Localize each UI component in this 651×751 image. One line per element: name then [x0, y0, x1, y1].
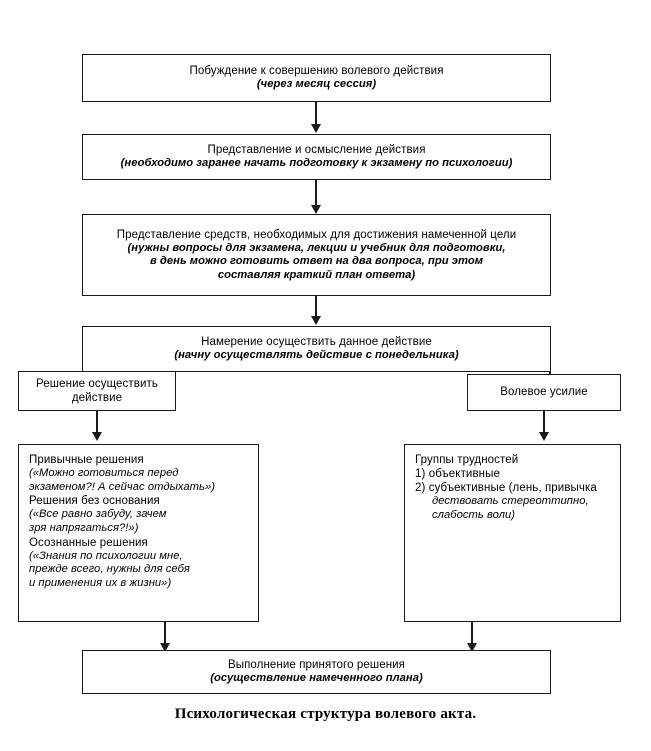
- difficulties-heading: Группы трудностей: [415, 454, 519, 466]
- node-execution-title: Выполнение принятого решения: [227, 659, 406, 672]
- node-impulse-title: Побуждение к совершению волевого действи…: [189, 65, 444, 78]
- decision-types-quote-3-line-3: и применения их в жизни»): [29, 576, 172, 589]
- node-impulse[interactable]: Побуждение к совершению волевого действи…: [82, 54, 551, 102]
- arrowhead-types-to-execution: [159, 643, 170, 652]
- difficulties-item-2-line-2: дествовать стереоттипно,: [432, 495, 589, 508]
- node-execution-note: (осуществление намеченного плана): [210, 672, 423, 685]
- difficulties-item-2-line-1: 2) субъективные (лень, привычка: [415, 482, 597, 495]
- decision-types-quote-1-line-1: («Можно готовиться перед: [29, 467, 179, 480]
- node-execution[interactable]: Выполнение принятого решения (осуществле…: [82, 650, 551, 694]
- connector-representation-to-means: [315, 180, 317, 210]
- node-intention-note: (начну осуществлять действие с понедельн…: [174, 349, 459, 362]
- diagram-caption: Психологическая структура волевого акта.: [174, 706, 477, 722]
- node-representation-title: Представление и осмысление действия: [207, 144, 426, 157]
- decision-types-quote-3-line-2: прежде всего, нужны для себя: [29, 563, 190, 576]
- decision-types-heading-3: Осознанные решения: [29, 536, 148, 549]
- decision-types-quote-2-line-1: («Все равно забуду, зачем: [29, 508, 167, 521]
- node-means-note-line3: составляя краткий план ответа): [217, 268, 416, 281]
- node-means-note-line1: (нужны вопросы для экзамена, лекции и уч…: [127, 241, 506, 254]
- arrowhead-difficulties-to-execution: [466, 643, 477, 652]
- decision-types-heading-2: Решения без основания: [29, 495, 160, 508]
- connector-means-to-intention: [315, 296, 317, 322]
- arrowhead-representation-to-means: [310, 205, 321, 214]
- decision-types-heading-1: Привычные решения: [29, 454, 144, 466]
- arrowhead-means-to-intention: [310, 316, 321, 325]
- difficulties-item-2-line-3: слабость воли): [432, 508, 516, 521]
- decision-types-quote-1-line-2: экзаменом?! А сейчас отдыхать»): [29, 480, 216, 493]
- node-decision-line2: действие: [71, 392, 123, 404]
- node-means-title: Представление средств, необходимых для д…: [116, 228, 517, 241]
- decision-types-quote-3-line-1: («Знания по психологии мне,: [29, 549, 183, 562]
- node-difficulties[interactable]: Группы трудностей 1) объективные 2) субъ…: [404, 444, 621, 622]
- connector-difficulties-to-execution: [471, 622, 473, 648]
- connector-impulse-to-representation: [315, 102, 317, 129]
- node-means[interactable]: Представление средств, необходимых для д…: [82, 214, 551, 296]
- node-means-note-line2: в день можно готовить ответ на два вопро…: [149, 255, 484, 268]
- node-volitional-effort[interactable]: Волевое усилие: [467, 374, 621, 411]
- node-intention-title: Намерение осуществить данное действие: [201, 336, 432, 349]
- decision-types-quote-2-line-2: зря напрягаться?!»): [29, 522, 139, 534]
- node-intention[interactable]: Намерение осуществить данное действие (н…: [82, 326, 551, 372]
- connector-effort-to-difficulties: [543, 411, 545, 437]
- connector-decision-to-types: [96, 411, 98, 437]
- arrowhead-impulse-to-representation: [310, 124, 321, 133]
- arrowhead-decision-to-types: [91, 432, 102, 441]
- node-representation-note: (необходимо заранее начать подготовку к …: [120, 157, 513, 170]
- node-impulse-note: (через месяц сессия): [256, 78, 377, 91]
- arrowhead-effort-to-difficulties: [538, 432, 549, 441]
- node-decision[interactable]: Решение осуществить действие: [18, 371, 176, 411]
- connector-types-to-execution: [164, 622, 166, 648]
- node-representation[interactable]: Представление и осмысление действия (нео…: [82, 134, 551, 180]
- difficulties-item-1: 1) объективные: [415, 468, 500, 481]
- node-decision-line1: Решение осуществить: [36, 377, 158, 390]
- node-volitional-effort-title: Волевое усилие: [500, 386, 588, 399]
- node-decision-types[interactable]: Привычные решения («Можно готовиться пер…: [18, 444, 259, 622]
